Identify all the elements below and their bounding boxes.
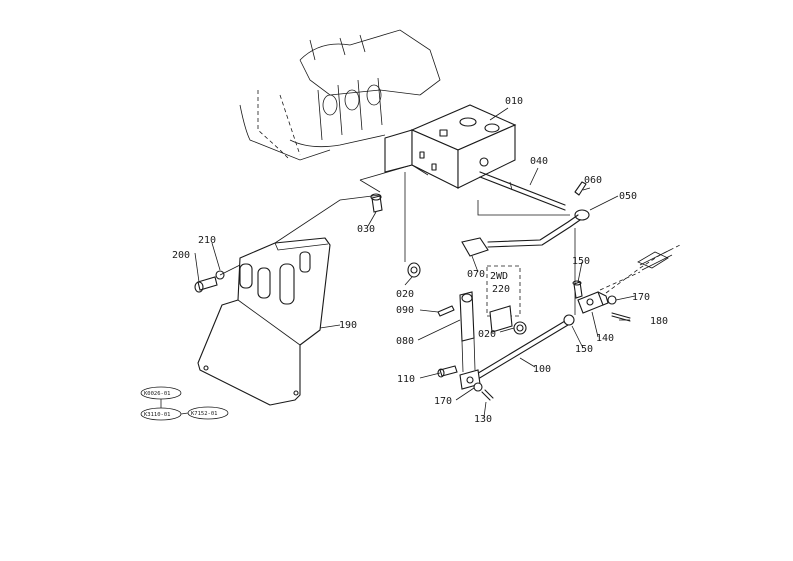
label-150-upper: 150 xyxy=(572,256,590,267)
washer-170-upper xyxy=(607,295,617,305)
rod-100 xyxy=(469,317,574,383)
bolt-200-washer-210 xyxy=(194,264,241,293)
label-110: 110 xyxy=(397,374,415,385)
label-060: 060 xyxy=(584,175,602,186)
label-170-lower: 170 xyxy=(434,396,452,407)
cover-190 xyxy=(197,237,331,406)
pin-090 xyxy=(437,305,455,317)
lever-arm-080 xyxy=(459,291,476,373)
label-090: 090 xyxy=(396,305,414,316)
bolt-150-upper xyxy=(572,280,583,299)
bolt-110 xyxy=(437,365,458,378)
label-050: 050 xyxy=(619,191,637,202)
label-150-lower: 150 xyxy=(575,344,593,355)
label-220: 220 xyxy=(492,284,510,295)
shift-lever-050 xyxy=(461,209,590,257)
washer-150-lower xyxy=(563,314,575,326)
bolt-030 xyxy=(370,193,383,213)
label-130: 130 xyxy=(474,414,492,425)
pedal-linkage-outline xyxy=(599,244,681,294)
label-020-lower: 020 xyxy=(478,329,496,340)
label-010: 010 xyxy=(505,96,523,107)
label-070: 070 xyxy=(467,269,485,280)
cotter-pin-130 xyxy=(481,389,494,401)
pin-060 xyxy=(574,181,587,196)
clevis-140 xyxy=(577,291,609,314)
label-170-upper: 170 xyxy=(632,292,650,303)
engine-housing-outline xyxy=(239,29,441,161)
ref-code-3: K7152-01 xyxy=(191,411,218,417)
ref-code-1: K0026-01 xyxy=(144,391,171,397)
label-190: 190 xyxy=(339,320,357,331)
label-180: 180 xyxy=(650,316,668,327)
leader-lines xyxy=(194,107,636,418)
label-020-upper: 020 xyxy=(396,289,414,300)
label-040: 040 xyxy=(530,156,548,167)
label-140: 140 xyxy=(596,333,614,344)
washer-170-lower xyxy=(473,382,483,392)
ref-code-2: K3110-01 xyxy=(144,412,171,418)
label-2wd: 2WD xyxy=(490,271,508,282)
bushing-020-upper xyxy=(407,262,421,278)
label-210: 210 xyxy=(198,235,216,246)
reference-codes: K0026-01 K3110-01 K7152-01 xyxy=(140,386,229,421)
part-number-labels: 010 040 060 050 030 210 200 190 020 070 … xyxy=(172,96,668,425)
guide-lines xyxy=(274,172,576,315)
shift-box-010 xyxy=(410,104,517,189)
label-100: 100 xyxy=(533,364,551,375)
shift-rod-040 xyxy=(479,171,566,211)
label-080: 080 xyxy=(396,336,414,347)
label-030: 030 xyxy=(357,224,375,235)
label-200: 200 xyxy=(172,250,190,261)
